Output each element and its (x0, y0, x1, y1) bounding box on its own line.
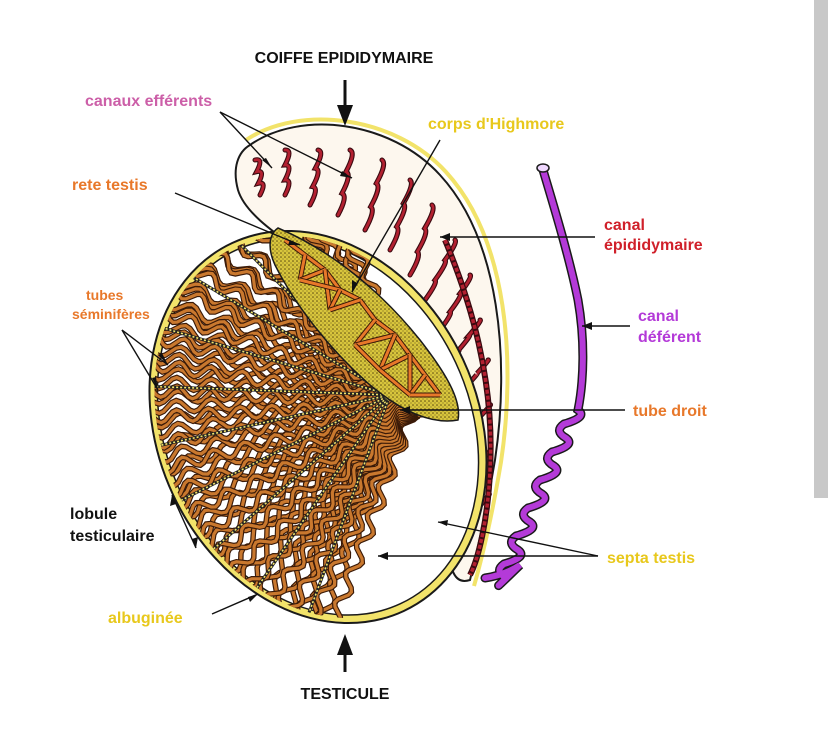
rete-testis-network (283, 238, 442, 398)
scrollbar[interactable] (814, 0, 828, 498)
label-lobule-1: lobule (70, 506, 117, 523)
label-tubes-2: séminifères (72, 306, 150, 322)
label-corps-highmore: corps d'Highmore (428, 116, 564, 133)
label-tube-droit: tube droit (633, 403, 707, 420)
label-rete-testis: rete testis (72, 177, 148, 194)
pointer-lines (121, 80, 630, 672)
labels: COIFFE EPIDIDYMAIRE canaux efférents cor… (70, 50, 707, 703)
label-tubes-1: tubes (86, 287, 124, 303)
label-septa-testis: septa testis (607, 550, 695, 567)
label-lobule-2: testiculaire (70, 528, 155, 545)
label-canaux-efferents: canaux efférents (85, 93, 212, 110)
label-canal-deferent-2: déférent (638, 329, 702, 346)
label-canal-epididymaire-1: canal (604, 217, 645, 234)
arrowheads (152, 158, 592, 602)
label-coiffe-epididymaire: COIFFE EPIDIDYMAIRE (255, 50, 434, 67)
label-albuginee: albuginée (108, 610, 183, 627)
label-canal-deferent-1: canal (638, 308, 679, 325)
label-testicule: TESTICULE (301, 686, 390, 703)
label-canal-epididymaire-2: épididymaire (604, 237, 703, 254)
